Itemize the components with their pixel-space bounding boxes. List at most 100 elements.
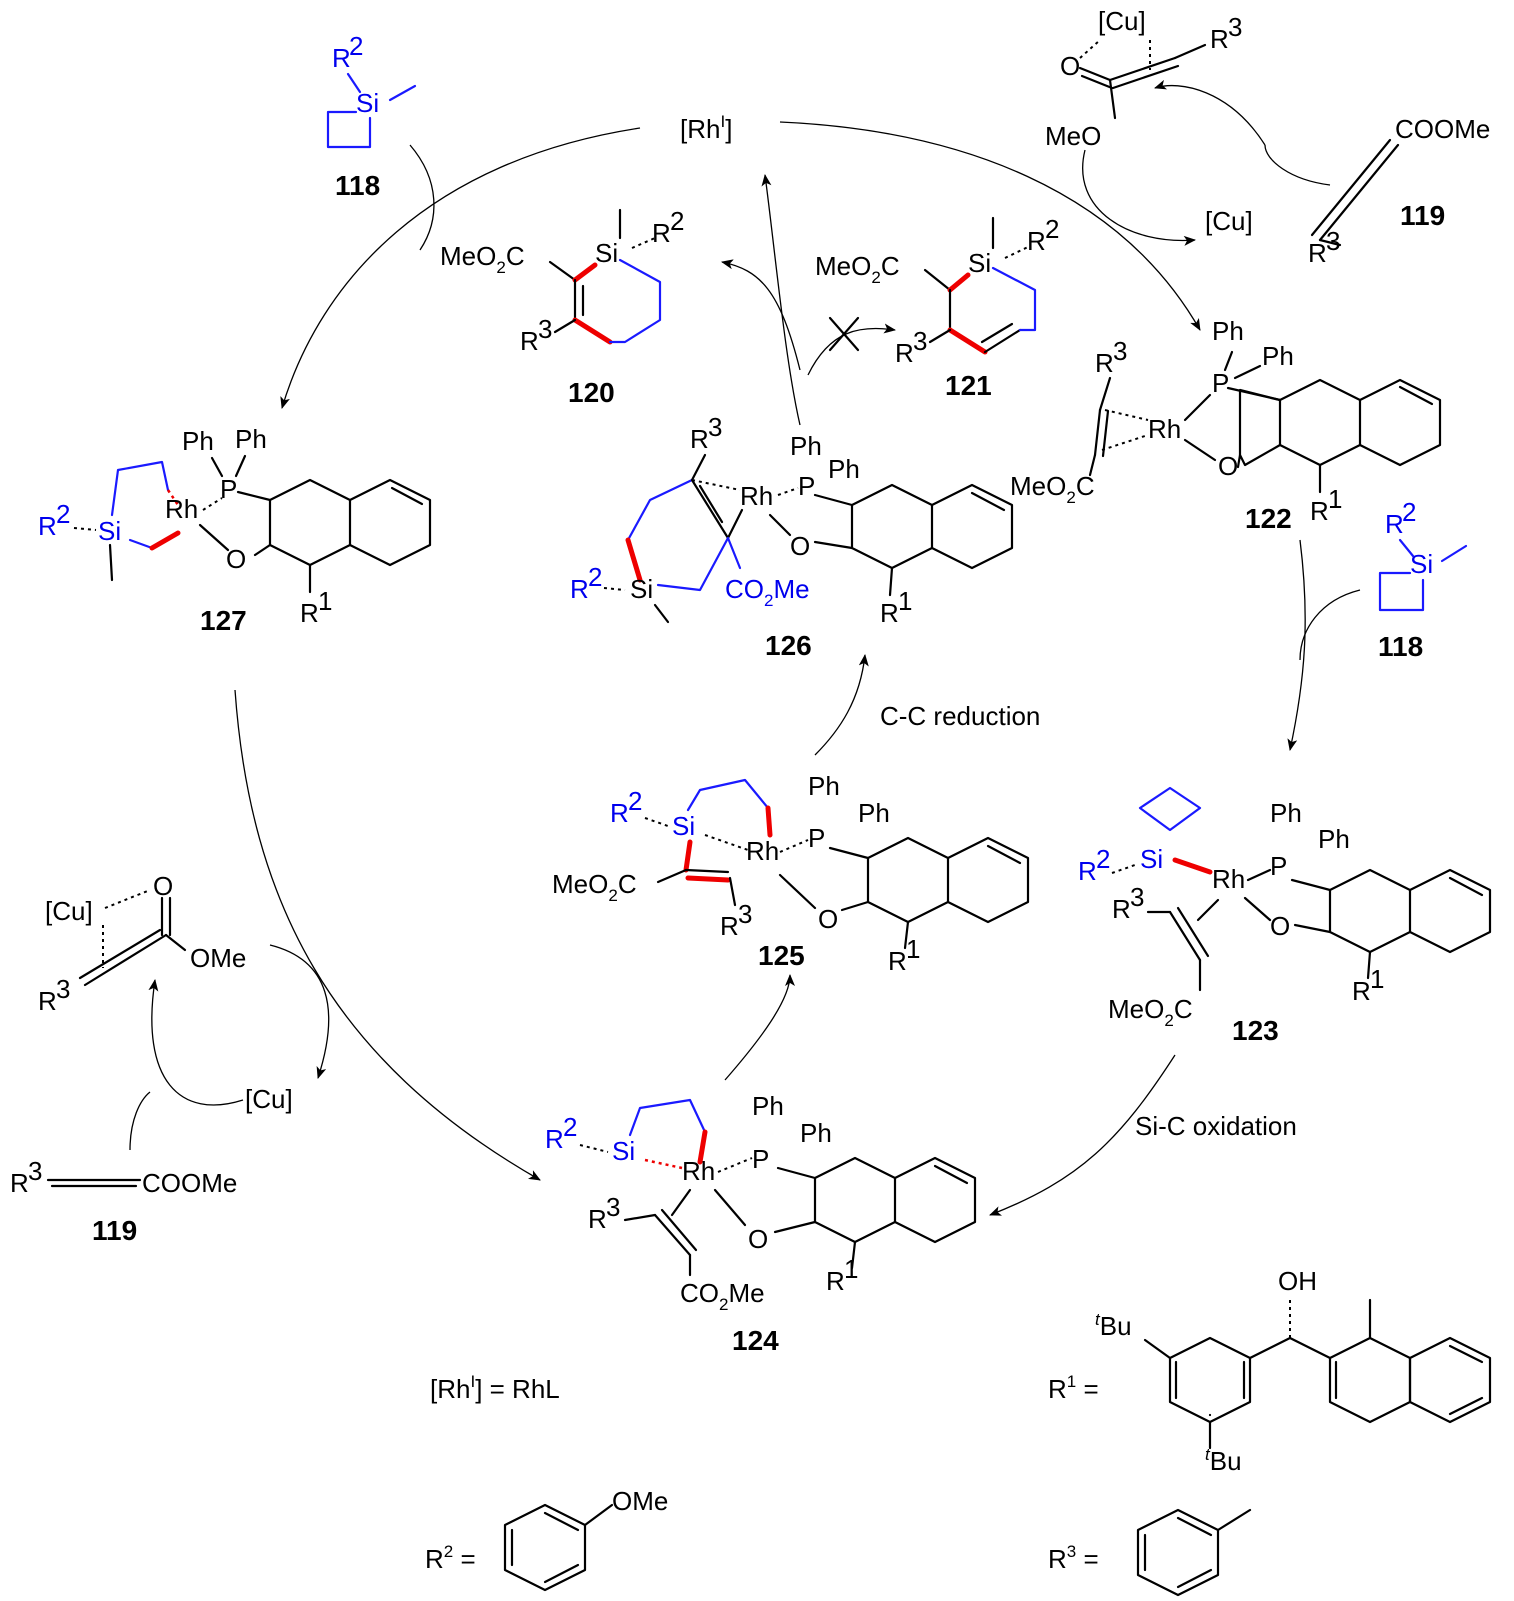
svg-text:2: 2 [563, 1112, 577, 1142]
svg-text:O: O [153, 871, 173, 901]
svg-text:1: 1 [1328, 484, 1342, 514]
svg-text:3: 3 [538, 314, 552, 344]
svg-text:R: R [1078, 856, 1097, 886]
svg-text:2: 2 [588, 562, 602, 592]
arrow-124-to-125 [724, 974, 795, 1081]
svg-text:2: 2 [670, 206, 684, 236]
arrow-118-join [409, 144, 435, 251]
svg-text:Ph: Ph [808, 771, 840, 801]
svg-text:R: R [720, 911, 739, 941]
svg-text:O: O [1270, 911, 1290, 941]
svg-text:R: R [1112, 894, 1131, 924]
svg-text:3: 3 [606, 1192, 620, 1222]
svg-text:MeO: MeO [1045, 121, 1101, 151]
blocked-cross-b [828, 316, 860, 352]
svg-text:1: 1 [898, 586, 912, 616]
compound-121: MeO2C Si R 2 R 3 121 [815, 214, 1059, 401]
svg-text:R: R [38, 986, 57, 1016]
svg-text:MeO2C: MeO2C [815, 251, 900, 287]
svg-text:R2 =: R2 = [425, 1542, 476, 1574]
svg-text:125: 125 [758, 940, 805, 971]
svg-text:Rh: Rh [746, 836, 779, 866]
svg-text:P: P [808, 823, 825, 853]
svg-text:CO2Me: CO2Me [725, 574, 810, 610]
svg-text:Ph: Ph [1270, 798, 1302, 828]
svg-text:tBu: tBu [1205, 1445, 1242, 1476]
svg-text:Ph: Ph [1262, 341, 1294, 371]
svg-text:3: 3 [56, 974, 70, 1004]
compound-125: R 2 Si Rh MeO2C R 3 P Ph Ph O R 1 125 [552, 771, 1030, 976]
svg-text:3: 3 [708, 412, 722, 442]
svg-text:[RhI] = RhL: [RhI] = RhL [430, 1372, 560, 1404]
svg-text:3: 3 [1228, 12, 1242, 42]
arrow-119b-join [129, 1091, 151, 1151]
cu-alkyne-complex-top: [Cu] O MeO R 3 [Cu] [1045, 6, 1253, 236]
compound-118-right: R 2 Si 118 [1378, 497, 1468, 662]
arrow-rh-to-127 [280, 127, 641, 409]
svg-text:R: R [1210, 24, 1229, 54]
svg-text:MeO2C: MeO2C [1010, 471, 1095, 507]
compound-126: R 3 Rh R 2 Si CO2Me P Ph Ph O R 1 126 [570, 412, 1014, 661]
svg-text:[RhI]: [RhI] [680, 112, 732, 144]
svg-text:P: P [220, 474, 237, 504]
svg-text:R: R [888, 946, 907, 976]
arrow-118b-join [1299, 589, 1361, 661]
r1-definition: R1 = tBu tBu OH [1048, 1266, 1492, 1476]
svg-text:COOMe: COOMe [1395, 114, 1490, 144]
svg-text:R: R [895, 338, 914, 368]
svg-text:123: 123 [1232, 1015, 1279, 1046]
arrow-rh-to-122 [779, 121, 1201, 331]
svg-text:R: R [300, 598, 319, 628]
arrow-123-to-124 [989, 1054, 1176, 1216]
svg-text:Si: Si [1140, 844, 1163, 874]
svg-text:[Cu]: [Cu] [245, 1084, 293, 1114]
svg-text:Rh: Rh [1212, 864, 1245, 894]
svg-text:O: O [748, 1224, 768, 1254]
svg-text:Si: Si [968, 248, 991, 278]
svg-text:Ph: Ph [752, 1091, 784, 1121]
svg-text:119: 119 [92, 1215, 137, 1246]
arrow-cu-top-a [1154, 79, 1266, 146]
svg-text:O: O [1218, 451, 1238, 481]
compound-120: MeO2C Si R 2 R 3 120 [440, 206, 684, 408]
arrow-cu-top-b [1082, 149, 1196, 246]
svg-text:Ph: Ph [800, 1118, 832, 1148]
compound-118-top: R 2 Si 118 [326, 31, 417, 201]
svg-text:P: P [752, 1144, 769, 1174]
step-label-cc-reduction: C-C reduction [880, 701, 1040, 731]
arrow-126-to-121 [807, 323, 896, 376]
svg-text:R: R [545, 1124, 564, 1154]
cycle-arrows [129, 79, 1361, 1216]
compound-124: R 2 Si Rh R 3 CO2Me P Ph Ph O R 1 124 [545, 1091, 977, 1356]
svg-text:R: R [1027, 226, 1046, 256]
svg-text:R: R [570, 574, 589, 604]
svg-text:Rh: Rh [1148, 414, 1181, 444]
svg-text:126: 126 [765, 630, 812, 661]
svg-text:3: 3 [913, 326, 927, 356]
svg-text:2: 2 [1402, 497, 1416, 527]
svg-text:Rh: Rh [740, 481, 773, 511]
svg-text:Ph: Ph [182, 426, 214, 456]
svg-text:2: 2 [628, 786, 642, 816]
svg-text:Ph: Ph [790, 431, 822, 461]
svg-text:R1 =: R1 = [1048, 1372, 1099, 1404]
svg-text:MeO2C: MeO2C [552, 869, 637, 905]
svg-text:2: 2 [56, 499, 70, 529]
svg-text:122: 122 [1245, 503, 1292, 534]
svg-text:127: 127 [200, 605, 247, 636]
svg-text:1: 1 [844, 1254, 858, 1284]
svg-text:COOMe: COOMe [142, 1168, 237, 1198]
svg-text:118: 118 [335, 170, 380, 201]
svg-text:120: 120 [568, 377, 615, 408]
arrow-125-to-126 [814, 654, 869, 756]
svg-text:R: R [1308, 238, 1327, 268]
svg-text:Ph: Ph [828, 454, 860, 484]
svg-text:MeO2C: MeO2C [440, 241, 525, 277]
compound-119-top: COOMe R 3 119 [1308, 114, 1490, 268]
svg-text:R: R [826, 1266, 845, 1296]
arrow-cu-left-a [269, 944, 330, 1079]
svg-text:Ph: Ph [858, 798, 890, 828]
svg-text:O: O [226, 544, 246, 574]
